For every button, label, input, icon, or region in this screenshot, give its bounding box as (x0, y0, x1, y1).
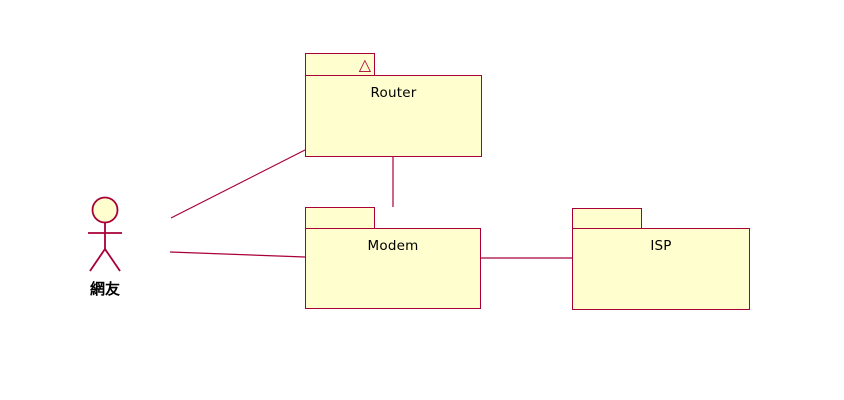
actor-right-leg (104, 248, 121, 272)
triangle-icon: △ (358, 55, 371, 74)
edge-actor-router (170, 149, 306, 219)
package-modem: Modem (305, 228, 481, 309)
package-modem-tab (305, 207, 375, 228)
actor-label: 網友 (89, 280, 120, 298)
package-router-tab: △ (305, 53, 375, 75)
actor-left-leg (89, 248, 106, 272)
package-router: Router (305, 75, 482, 157)
package-router-label: Router (370, 85, 417, 101)
package-isp-label: ISP (650, 238, 672, 254)
package-isp-tab (572, 208, 642, 228)
edge-actor-modem (169, 251, 306, 258)
package-isp: ISP (572, 228, 750, 310)
actor-head (91, 196, 119, 224)
package-modem-label: Modem (367, 238, 419, 254)
actor-figure (88, 196, 122, 272)
